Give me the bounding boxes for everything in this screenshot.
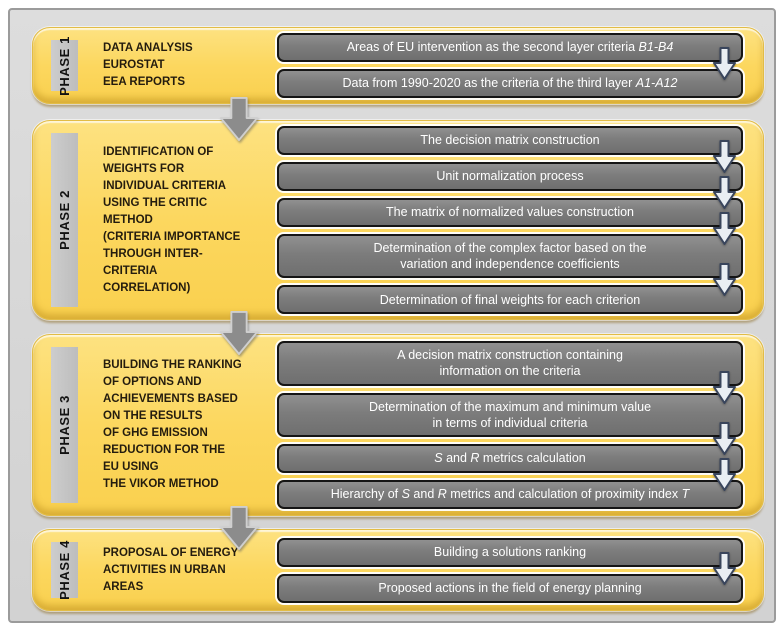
phase-3-label: PHASE 3 <box>57 395 72 455</box>
diagram-panel: PHASE 1 DATA ANALYSIS EUROSTAT EEA REPOR… <box>8 8 776 623</box>
down-arrow-icon <box>713 263 736 297</box>
step-box: Areas of EU intervention as the second l… <box>277 33 743 80</box>
step-box: Hierarchy of S and R metrics and calcula… <box>277 480 743 509</box>
phase-3-row: PHASE 3 BUILDING THE RANKING OF OPTIONS … <box>32 334 764 516</box>
phase-1-steps: Areas of EU intervention as the second l… <box>277 28 743 103</box>
phase-1-label: PHASE 1 <box>57 35 72 96</box>
step-box: Building a solutions ranking <box>277 537 743 585</box>
step-box: Determination of the complex factor base… <box>277 233 743 297</box>
phase-transition-arrow-icon <box>219 506 259 550</box>
phase-4-description: PROPOSAL OF ENERGY ACTIVITIES IN URBAN A… <box>103 546 239 593</box>
step-box: Proposed actions in the field of energy … <box>277 573 743 603</box>
down-arrow-icon <box>713 422 736 455</box>
phase-1-label-strip: PHASE 1 <box>51 36 78 95</box>
step-box: S and R metrics calculation <box>277 444 743 491</box>
phase-transition-arrow-icon <box>219 97 259 141</box>
step-text: The decision matrix construction <box>420 133 600 148</box>
step-box: Data from 1990-2020 as the criteria of t… <box>277 69 743 98</box>
step-text: Determination of the complex factor base… <box>373 240 647 271</box>
down-arrow-icon <box>713 47 736 80</box>
step-box: Determination of the maximum and minimum… <box>277 392 743 455</box>
down-arrow-icon <box>713 175 736 209</box>
phase-transition-arrow-icon <box>219 311 259 355</box>
down-arrow-icon <box>713 139 736 173</box>
step-text: Areas of EU intervention as the second l… <box>346 40 674 55</box>
phase-4-row: PHASE 4 PROPOSAL OF ENERGY ACTIVITIES IN… <box>32 529 764 611</box>
phase-2-label: PHASE 2 <box>57 190 72 250</box>
phase-3-label-strip: PHASE 3 <box>51 347 78 503</box>
step-text: S and R metrics calculation <box>434 451 586 466</box>
down-arrow-icon <box>713 370 736 404</box>
phase-2-row: PHASE 2 IDENTIFICATION OF WEIGHTS FOR IN… <box>32 120 764 320</box>
step-text: A decision matrix construction containin… <box>397 348 623 379</box>
phase-2-description: IDENTIFICATION OF WEIGHTS FOR INDIVIDUAL… <box>103 145 241 294</box>
step-text: Determination of final weights for each … <box>379 292 641 307</box>
down-arrow-icon <box>713 551 736 585</box>
phase-3-description: BUILDING THE RANKING OF OPTIONS AND ACHI… <box>103 359 242 490</box>
phase-1-row: PHASE 1 DATA ANALYSIS EUROSTAT EEA REPOR… <box>32 27 764 104</box>
step-box: Determination of final weights for each … <box>277 285 743 315</box>
phase-4-label-strip: PHASE 4 <box>51 540 78 600</box>
step-box: Unit normalization process <box>277 161 743 209</box>
down-arrow-icon <box>713 458 736 491</box>
step-box: A decision matrix construction containin… <box>277 341 743 404</box>
step-text: Data from 1990-2020 as the criteria of t… <box>342 76 678 91</box>
step-text: Building a solutions ranking <box>433 544 587 559</box>
step-text: The matrix of normalized values construc… <box>385 205 635 220</box>
step-box: The decision matrix construction <box>277 125 743 173</box>
down-arrow-icon <box>713 211 736 245</box>
step-box: The matrix of normalized values construc… <box>277 197 743 245</box>
phase-4-label: PHASE 4 <box>57 540 72 600</box>
step-text: Determination of the maximum and minimum… <box>368 399 652 430</box>
phase-2-label-strip: PHASE 2 <box>51 133 78 307</box>
phase-3-steps: A decision matrix construction containin… <box>277 335 743 515</box>
step-text: Hierarchy of S and R metrics and calcula… <box>330 487 690 502</box>
step-text: Unit normalization process <box>436 169 584 184</box>
phase-1-description: DATA ANALYSIS EUROSTAT EEA REPORTS <box>103 42 193 88</box>
step-text: Proposed actions in the field of energy … <box>378 580 642 595</box>
